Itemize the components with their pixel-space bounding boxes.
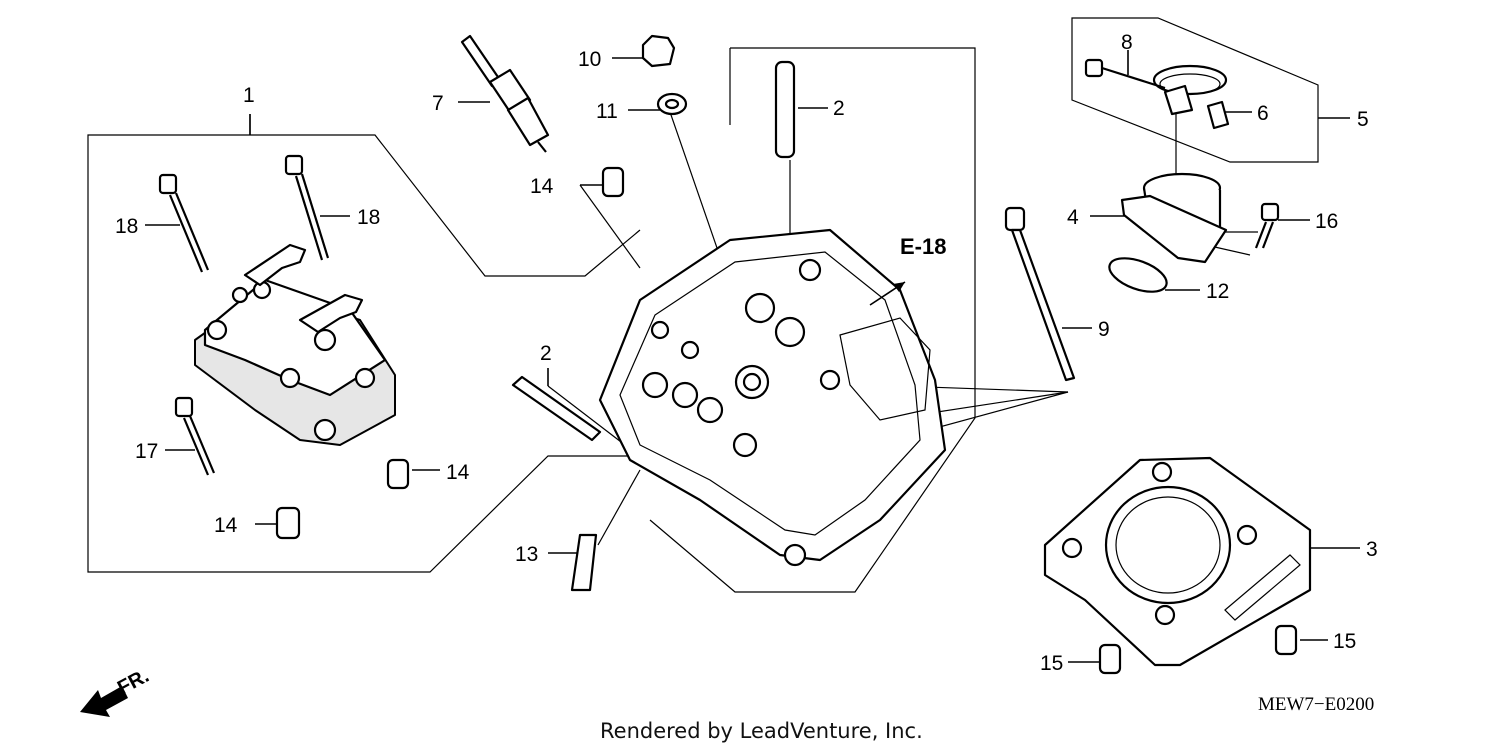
callout-12: 12 (1206, 280, 1229, 303)
bolt-18-right (284, 154, 330, 261)
frame-head-group (649, 47, 976, 593)
dowel-pins-15 (1098, 624, 1298, 675)
callout-15-left: 15 (1040, 652, 1063, 675)
rocker-holder (194, 243, 396, 446)
group-frames (87, 17, 1319, 593)
carburetor-insulator (1120, 172, 1228, 264)
long-stud (1004, 206, 1076, 382)
bolt-16 (1254, 202, 1280, 249)
callout-14-rocker: 14 (446, 461, 470, 484)
valve-guide-top (774, 60, 796, 159)
valve-guide-left (511, 375, 602, 442)
callout-13: 13 (515, 543, 538, 566)
o-ring (1108, 257, 1168, 293)
callout-9: 9 (1098, 318, 1110, 341)
callout-18-left: 18 (115, 215, 138, 238)
callout-18-right: 18 (357, 206, 380, 229)
e18-arrow (869, 281, 906, 306)
callout-labels: 1 18 18 17 14 14 7 14 10 11 2 2 13 E-18 … (115, 31, 1378, 675)
spark-plug (460, 34, 550, 153)
insulator-band (1152, 64, 1228, 116)
callout-5: 5 (1357, 108, 1369, 131)
callout-2-left: 2 (540, 342, 552, 365)
reference-e18: E-18 (900, 234, 946, 259)
callout-17: 17 (135, 440, 158, 463)
credit-line: Rendered by LeadVenture, Inc. (600, 719, 923, 743)
callout-8: 8 (1121, 31, 1133, 54)
cylinder-head (598, 228, 947, 567)
callout-1: 1 (243, 84, 255, 107)
callout-16: 16 (1315, 210, 1338, 233)
front-arrow (80, 686, 128, 717)
callout-7: 7 (432, 92, 444, 115)
cap-nut (641, 34, 688, 116)
stud-bolt (570, 533, 598, 592)
callout-2-top: 2 (833, 97, 845, 120)
diagram-code: MEW7−E0200 (1258, 694, 1374, 715)
callout-4: 4 (1067, 206, 1079, 229)
callout-14-top: 14 (530, 175, 554, 198)
bolt-18-left (158, 173, 210, 273)
callout-6: 6 (1257, 102, 1269, 125)
callout-3: 3 (1366, 538, 1378, 561)
callout-11: 11 (596, 100, 618, 123)
callout-15-right: 15 (1333, 630, 1356, 653)
callout-10: 10 (578, 48, 601, 71)
dowel-pins (275, 166, 625, 540)
callout-14-bottom: 14 (214, 514, 238, 537)
band-nut (1206, 100, 1230, 130)
band-screw (1084, 58, 1166, 90)
cylinder-gasket (1043, 456, 1312, 667)
frame-clamp-group (1071, 17, 1319, 163)
bolt-17 (174, 396, 216, 476)
